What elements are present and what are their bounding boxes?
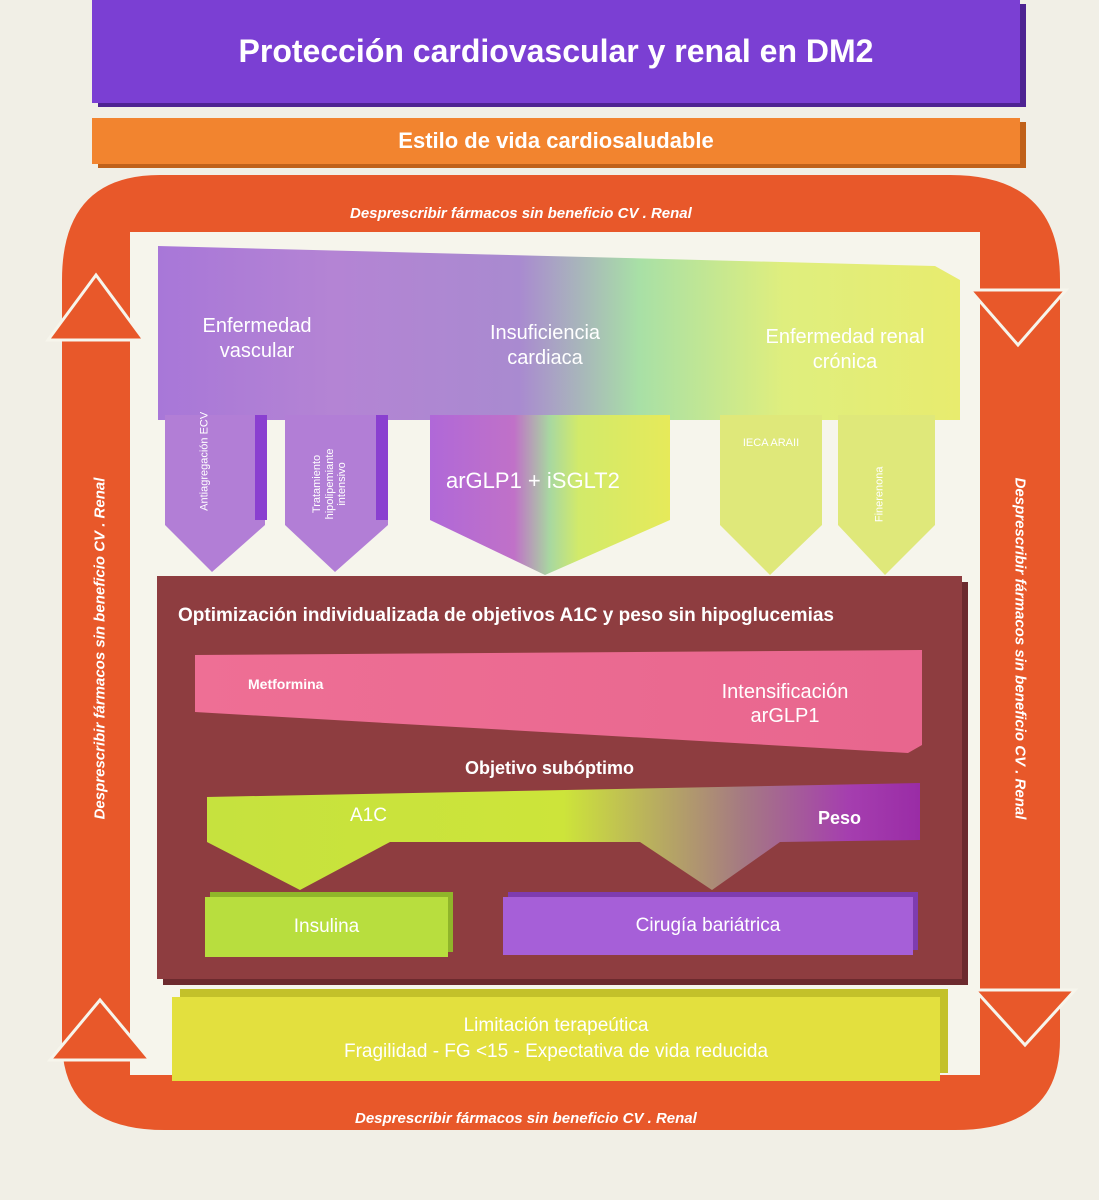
therapeutic-limitation-box: Limitación terapeútica Fragilidad - FG <… [172,997,940,1081]
ieca-label: IECA ARAII [742,437,800,449]
limitation-title: Limitación terapeútica [463,1015,649,1037]
arrow-up-left-top-icon [45,272,147,342]
a1c-label: A1C [350,805,387,826]
vascular-heading: Enfermedad vascular [202,315,312,362]
glp-sglt-label: arGLP1 + iSGLT2 [446,468,620,493]
insulina-label: Insulina [293,916,360,937]
loop-top-text: Desprescribir fármacos sin beneficio CV … [350,205,692,222]
limitation-detail: Fragilidad - FG <15 - Expectativa de vid… [343,1041,769,1062]
bariatric-surgery-box: Cirugía bariátrica [503,897,913,955]
metformina-label: Metformina [248,676,324,692]
conditions-panel [158,246,960,420]
lipid-arrow [285,415,388,572]
lifestyle-banner: Estilo de vida cardiosaludable [92,118,1020,164]
lipid-arrow-side [376,415,388,520]
finerenona-arrow [838,415,935,575]
arrow-down-right-top-icon [966,288,1070,348]
ieca-arrow [720,415,822,575]
loop-bottom-text: Desprescribir fármacos sin beneficio CV … [355,1110,697,1127]
peso-label: Peso [818,808,862,828]
arrow-up-left-bottom-icon [46,997,154,1062]
title-banner: Protección cardiovascular y renal en DM2 [92,0,1020,103]
optimization-title: Optimización individualizada de objetivo… [178,605,834,626]
a1c-peso-bar [207,783,920,890]
arrow-down-right-bottom-icon [971,988,1079,1048]
renal-heading: Enfermedad renal crónica [765,326,925,373]
antiaggregation-arrow-side [255,415,267,520]
suboptimal-objective-label: Objetivo subóptimo [465,758,634,778]
metformina-wedge [195,650,922,753]
insulina-box: Insulina [205,897,448,957]
title-text: Protección cardiovascular y renal en DM2 [238,33,874,69]
intensification-label: Intensificación arGLP1 [721,681,849,727]
lifestyle-text: Estilo de vida cardiosaludable [398,128,714,153]
antiaggregation-arrow [165,415,265,572]
heart-failure-heading: Insuficiencia cardiaca [489,322,601,369]
bariatric-surgery-label: Cirugía bariátrica [635,915,781,936]
glp-sglt-arrow [430,415,670,575]
